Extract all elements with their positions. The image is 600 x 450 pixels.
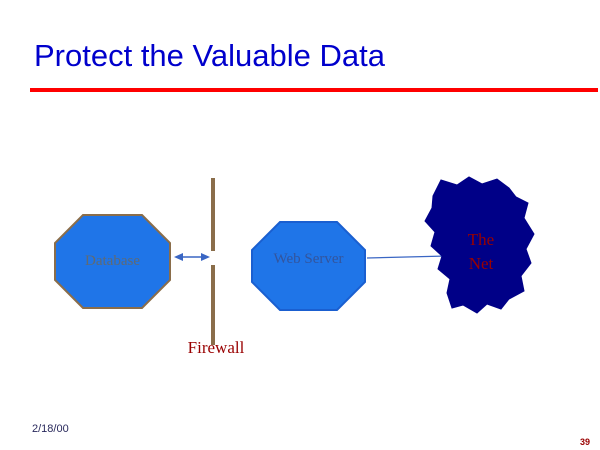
firewall-line-bottom [211,265,215,345]
firewall-line-top [211,178,215,251]
arrowhead-left-icon [174,253,183,261]
net-node-label-line2: Net [468,253,494,273]
net-node-label: The Net [440,228,522,276]
arrowhead-right-icon [201,253,210,261]
the-net-blob [424,176,535,314]
database-node-label: Database [85,253,140,269]
firewall-label: Firewall [187,338,245,357]
database-octagon [54,214,171,309]
slide-title: Protect the Valuable Data [34,38,385,73]
slide-date: 2/18/00 [32,423,69,435]
webserver-net-connector [366,255,448,259]
web-server-octagon [251,221,366,311]
slide-number: 39 [580,437,591,447]
web-server-node-label: Web Server [273,251,344,267]
title-underline [30,88,598,92]
net-node-label-line1: The [467,230,495,249]
